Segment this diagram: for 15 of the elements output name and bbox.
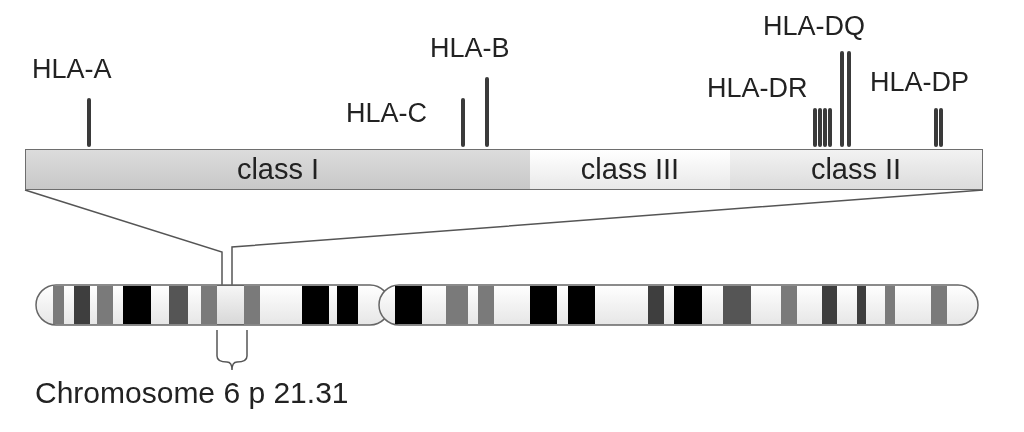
gene-label: HLA-DR [707, 75, 808, 102]
region-label: class I [236, 155, 320, 184]
gene-label: HLA-DQ [763, 13, 865, 40]
expansion-line [24, 189, 223, 286]
region-label: class III [580, 155, 680, 184]
region-bar [530, 149, 731, 190]
region-bar [730, 149, 983, 190]
region-bar [25, 149, 531, 190]
chromosome-label: Chromosome 6 p 21.31 [35, 378, 349, 408]
gene-label: HLA-B [430, 35, 510, 62]
gene-label: HLA-C [346, 100, 427, 127]
chromosome-band [217, 285, 244, 325]
gene-label: HLA-A [32, 56, 112, 83]
gene-label: HLA-DP [870, 69, 970, 96]
region-label: class II [810, 155, 902, 184]
